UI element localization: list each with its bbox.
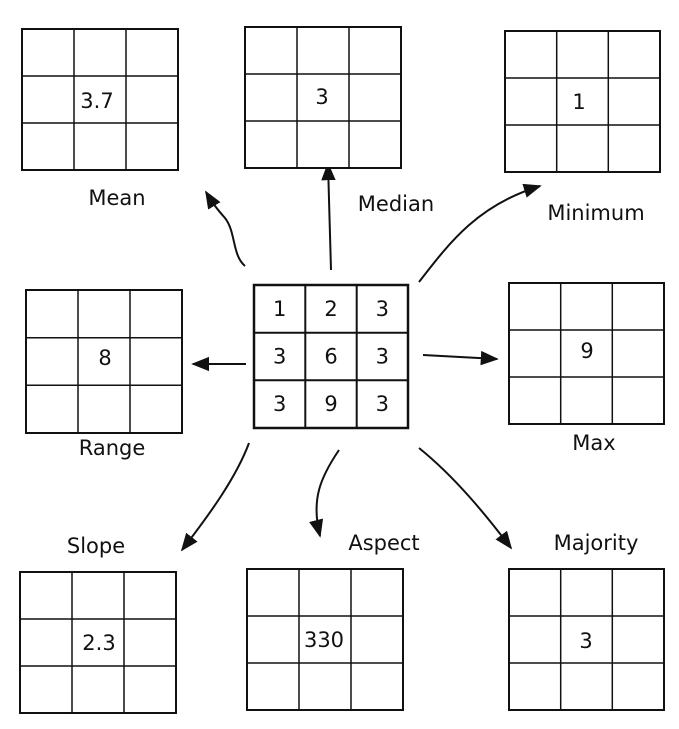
input-cell-r2c1: 3 (273, 345, 286, 369)
range-value: 8 (98, 346, 111, 370)
output-grid-max: 9 (508, 282, 665, 425)
median-value: 3 (315, 85, 328, 109)
input-cell-r2c2: 6 (324, 345, 337, 369)
output-grid-median: 3 (244, 26, 402, 169)
output-grid-slope: 2.3 (19, 571, 177, 714)
arrow-to-mean (205, 190, 246, 267)
arrow-to-minimum (418, 183, 542, 283)
minimum-label: Minimum (547, 201, 644, 225)
output-grid-aspect: 330 (246, 568, 404, 711)
input-window-grid: 1 2 3 3 6 3 3 9 3 (252, 283, 410, 430)
slope-label: Slope (67, 534, 125, 558)
input-cell-r3c1: 3 (273, 392, 286, 416)
slope-value: 2.3 (82, 631, 115, 655)
arrow-to-max (422, 350, 499, 366)
arrow-to-majority (418, 447, 513, 550)
output-grid-majority: 3 (508, 568, 665, 711)
arrow-to-aspect (309, 449, 340, 538)
input-cell-r3c3: 3 (376, 392, 389, 416)
input-window-border (252, 283, 410, 430)
mean-label: Mean (88, 186, 145, 210)
minimum-value: 1 (572, 90, 585, 114)
aspect-value: 330 (304, 628, 344, 652)
range-label: Range (79, 436, 146, 460)
majority-label: Majority (554, 531, 639, 555)
input-cell-r1c3: 3 (376, 297, 389, 321)
input-cell-r1c1: 1 (273, 297, 286, 321)
input-cell-r3c2: 9 (324, 392, 337, 416)
max-value: 9 (580, 339, 593, 363)
input-cell-r2c3: 3 (376, 345, 389, 369)
arrow-to-slope (180, 442, 250, 552)
input-cell-r1c2: 2 (324, 297, 337, 321)
output-grid-minimum: 1 (504, 30, 661, 173)
aspect-label: Aspect (348, 531, 419, 555)
median-label: Median (358, 192, 434, 216)
majority-value: 3 (579, 629, 592, 653)
output-grid-mean: 3.7 (21, 28, 179, 171)
arrow-to-median (321, 162, 336, 271)
max-label: Max (572, 431, 615, 455)
mean-value: 3.7 (80, 89, 113, 113)
connector-arrows (180, 162, 542, 552)
output-grid-range: 8 (25, 289, 183, 434)
